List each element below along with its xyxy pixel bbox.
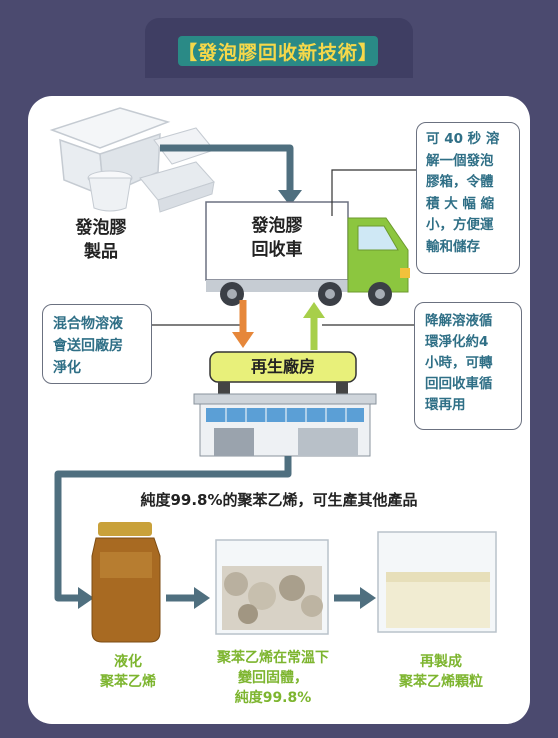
arrow-box-to-pellets (360, 587, 376, 609)
truck-label: 發泡膠 回收車 (251, 216, 303, 260)
arrow-truck-to-plant (232, 332, 254, 348)
foam-products-label: 發泡膠 製品 (75, 218, 127, 262)
arrow-plant-to-truck (303, 302, 325, 318)
product-statement: 純度99.8%的聚苯乙烯，可生產其他產品 (140, 491, 418, 509)
arrow-plant-to-products (54, 456, 292, 602)
plant-building-icon (193, 351, 377, 457)
arrow-jar-to-box (194, 587, 210, 609)
connector-truck-callout (331, 169, 416, 216)
callout-truck: 可 40 秒 溶 解一個發泡 膠箱，令體 積 大 幅 縮 小，方便運 輸和儲存 (416, 122, 520, 274)
callout-mixture: 混合物溶液 會送回廠房 淨化 (42, 304, 152, 384)
page-title: 【發泡膠回收新技術】 (178, 36, 378, 66)
foam-cup-icon (87, 170, 133, 212)
solid-box-icon (215, 539, 329, 635)
arrow-foam-to-truck (160, 144, 294, 192)
truck-icon (205, 201, 410, 306)
jar-icon (91, 522, 161, 643)
caption-liquid: 液化 聚苯乙烯 (100, 654, 156, 690)
callout-solvent: 降解溶液循 環淨化約4 小時，可轉 回回收車循 環再用 (414, 302, 522, 430)
caption-solid: 聚苯乙烯在常溫下 變回固體， 純度99.8% (217, 650, 329, 706)
plant-label: 再生廠房 (250, 357, 315, 376)
pellets-box-icon (377, 531, 497, 633)
caption-pellets: 再製成 聚苯乙烯顆粒 (399, 654, 483, 690)
